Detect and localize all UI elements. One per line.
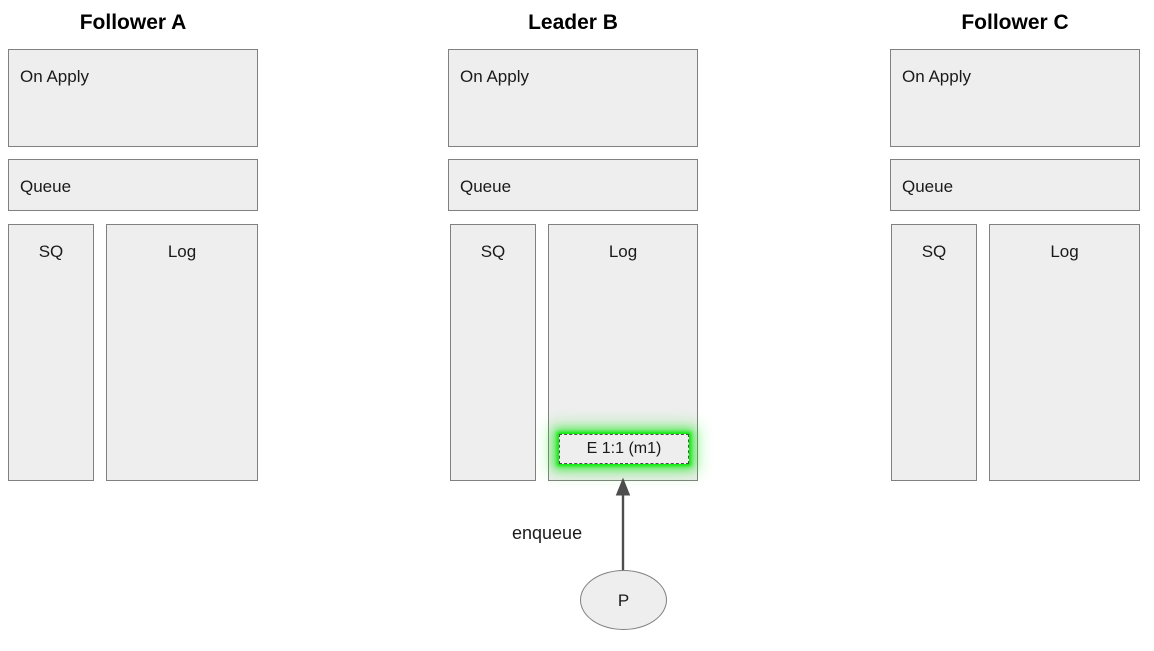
enqueue-arrowhead-icon	[615, 477, 631, 496]
follower-c-queue-label: Queue	[902, 177, 954, 196]
follower-a-queue-label: Queue	[20, 177, 72, 196]
follower-a-on-apply-box[interactable]: On Apply	[8, 49, 258, 147]
leader-b-log-entry-0[interactable]: E 1:1 (m1)	[559, 434, 689, 464]
node-title-follower-c: Follower C	[961, 11, 1069, 34]
follower-c-sq-box[interactable]: SQ	[891, 224, 977, 481]
leader-b-sq-box[interactable]: SQ	[450, 224, 536, 481]
follower-a-log-label: Log	[167, 242, 197, 261]
follower-a-sq-box[interactable]: SQ	[8, 224, 94, 481]
enqueue-edge-label: enqueue	[512, 523, 583, 543]
node-title-leader-b: Leader B	[528, 11, 618, 34]
leader-b-sq-label: SQ	[480, 242, 506, 261]
follower-a-sq-label: SQ	[38, 242, 64, 261]
leader-b-queue-label: Queue	[460, 177, 512, 196]
follower-c-queue-box[interactable]: Queue	[890, 159, 1140, 211]
leader-b-log-box[interactable]: Log E 1:1 (m1)	[548, 224, 698, 481]
leader-b-queue-box[interactable]: Queue	[448, 159, 698, 211]
leader-b-on-apply-box[interactable]: On Apply	[448, 49, 698, 147]
follower-a-on-apply-label: On Apply	[20, 67, 89, 86]
follower-c-log-box[interactable]: Log	[989, 224, 1140, 481]
follower-a-log-box[interactable]: Log	[106, 224, 258, 481]
follower-c-log-label: Log	[1050, 242, 1079, 261]
node-title-follower-a: Follower A	[79, 11, 187, 34]
follower-c-on-apply-box[interactable]: On Apply	[890, 49, 1140, 147]
follower-c-sq-label: SQ	[921, 242, 947, 261]
leader-b-on-apply-label: On Apply	[460, 67, 529, 86]
follower-a-queue-box[interactable]: Queue	[8, 159, 258, 211]
client-node-p[interactable]: P	[580, 570, 667, 630]
leader-b-log-label: Log	[608, 242, 638, 261]
follower-c-on-apply-label: On Apply	[902, 67, 971, 86]
